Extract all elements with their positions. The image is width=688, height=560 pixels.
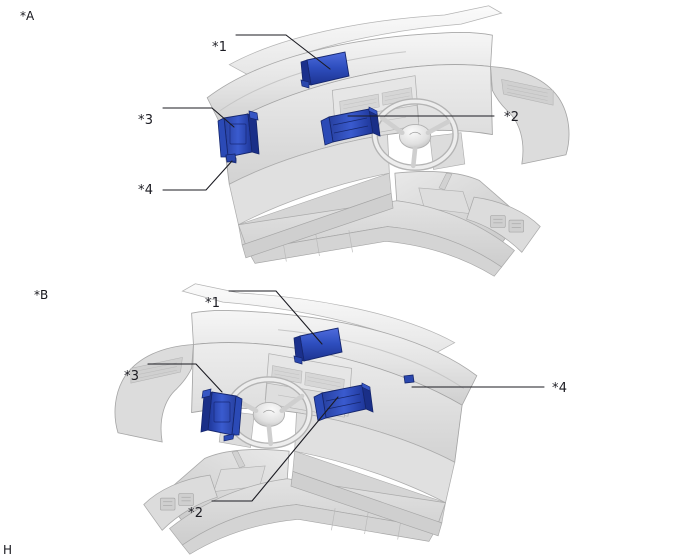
panel-a-component-3 — [217, 110, 260, 164]
panel-a-component-1 — [300, 51, 350, 89]
callout-a-3: *3 — [138, 113, 154, 128]
panel-b-leader-lines — [147, 290, 545, 502]
callout-b-1: *1 — [205, 296, 221, 311]
section-label-a: *A — [20, 9, 35, 23]
panel-a-component-2 — [320, 106, 381, 146]
callout-a-4: *4 — [138, 183, 154, 198]
page-footer-mark: H — [3, 543, 13, 557]
panel-b-component-1 — [293, 327, 343, 365]
panel-b-component-4 — [403, 374, 415, 384]
section-label-b: *B — [34, 288, 49, 302]
callout-b-4: *4 — [552, 381, 568, 396]
panel-b-component-2 — [313, 382, 374, 422]
callout-b-3: *3 — [124, 369, 140, 384]
callout-a-1: *1 — [212, 40, 228, 55]
panel-b-artwork — [115, 284, 545, 554]
callout-b-2: *2 — [188, 506, 204, 521]
panel-a-component-4 — [225, 153, 237, 163]
panel-b-component-3 — [200, 388, 243, 442]
panel-a-leader-lines — [162, 34, 495, 191]
callout-a-2: *2 — [504, 110, 520, 125]
